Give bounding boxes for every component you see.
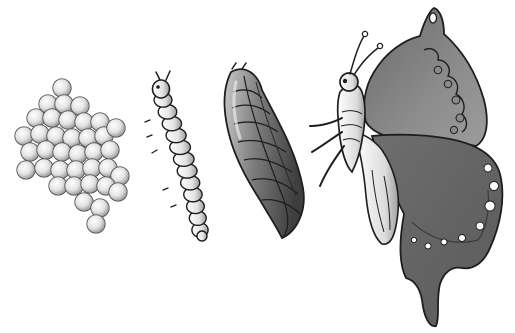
wing-spot [434,66,442,74]
larva-caterpillar [145,71,208,241]
egg [17,161,35,179]
egg-cluster [15,79,129,233]
wing-spot [485,201,495,211]
egg [67,161,85,179]
egg [81,175,99,193]
egg [53,79,71,97]
wing-spot [450,126,457,133]
adult-butterfly [310,8,502,326]
egg [43,109,61,127]
pupa-chrysalis [224,63,303,238]
egg [107,119,125,137]
wing-spot [441,239,447,245]
egg [85,143,103,161]
larva-tail [197,231,207,241]
wing-spot [452,96,460,104]
egg [109,183,127,201]
wing-spot [456,114,464,122]
wing-spot [444,80,452,88]
egg [59,111,77,129]
egg [53,143,71,161]
wing-spot [425,243,431,249]
egg [87,215,105,233]
wing-spot [476,222,484,230]
wing-spot [411,237,416,242]
wing-spot [459,235,466,242]
egg [91,199,109,217]
egg [101,141,119,159]
wing-spot [484,164,492,172]
egg [35,159,53,177]
wing-spot [490,182,499,191]
egg [37,141,55,159]
egg [65,177,83,195]
egg [21,143,39,161]
egg [69,145,87,163]
